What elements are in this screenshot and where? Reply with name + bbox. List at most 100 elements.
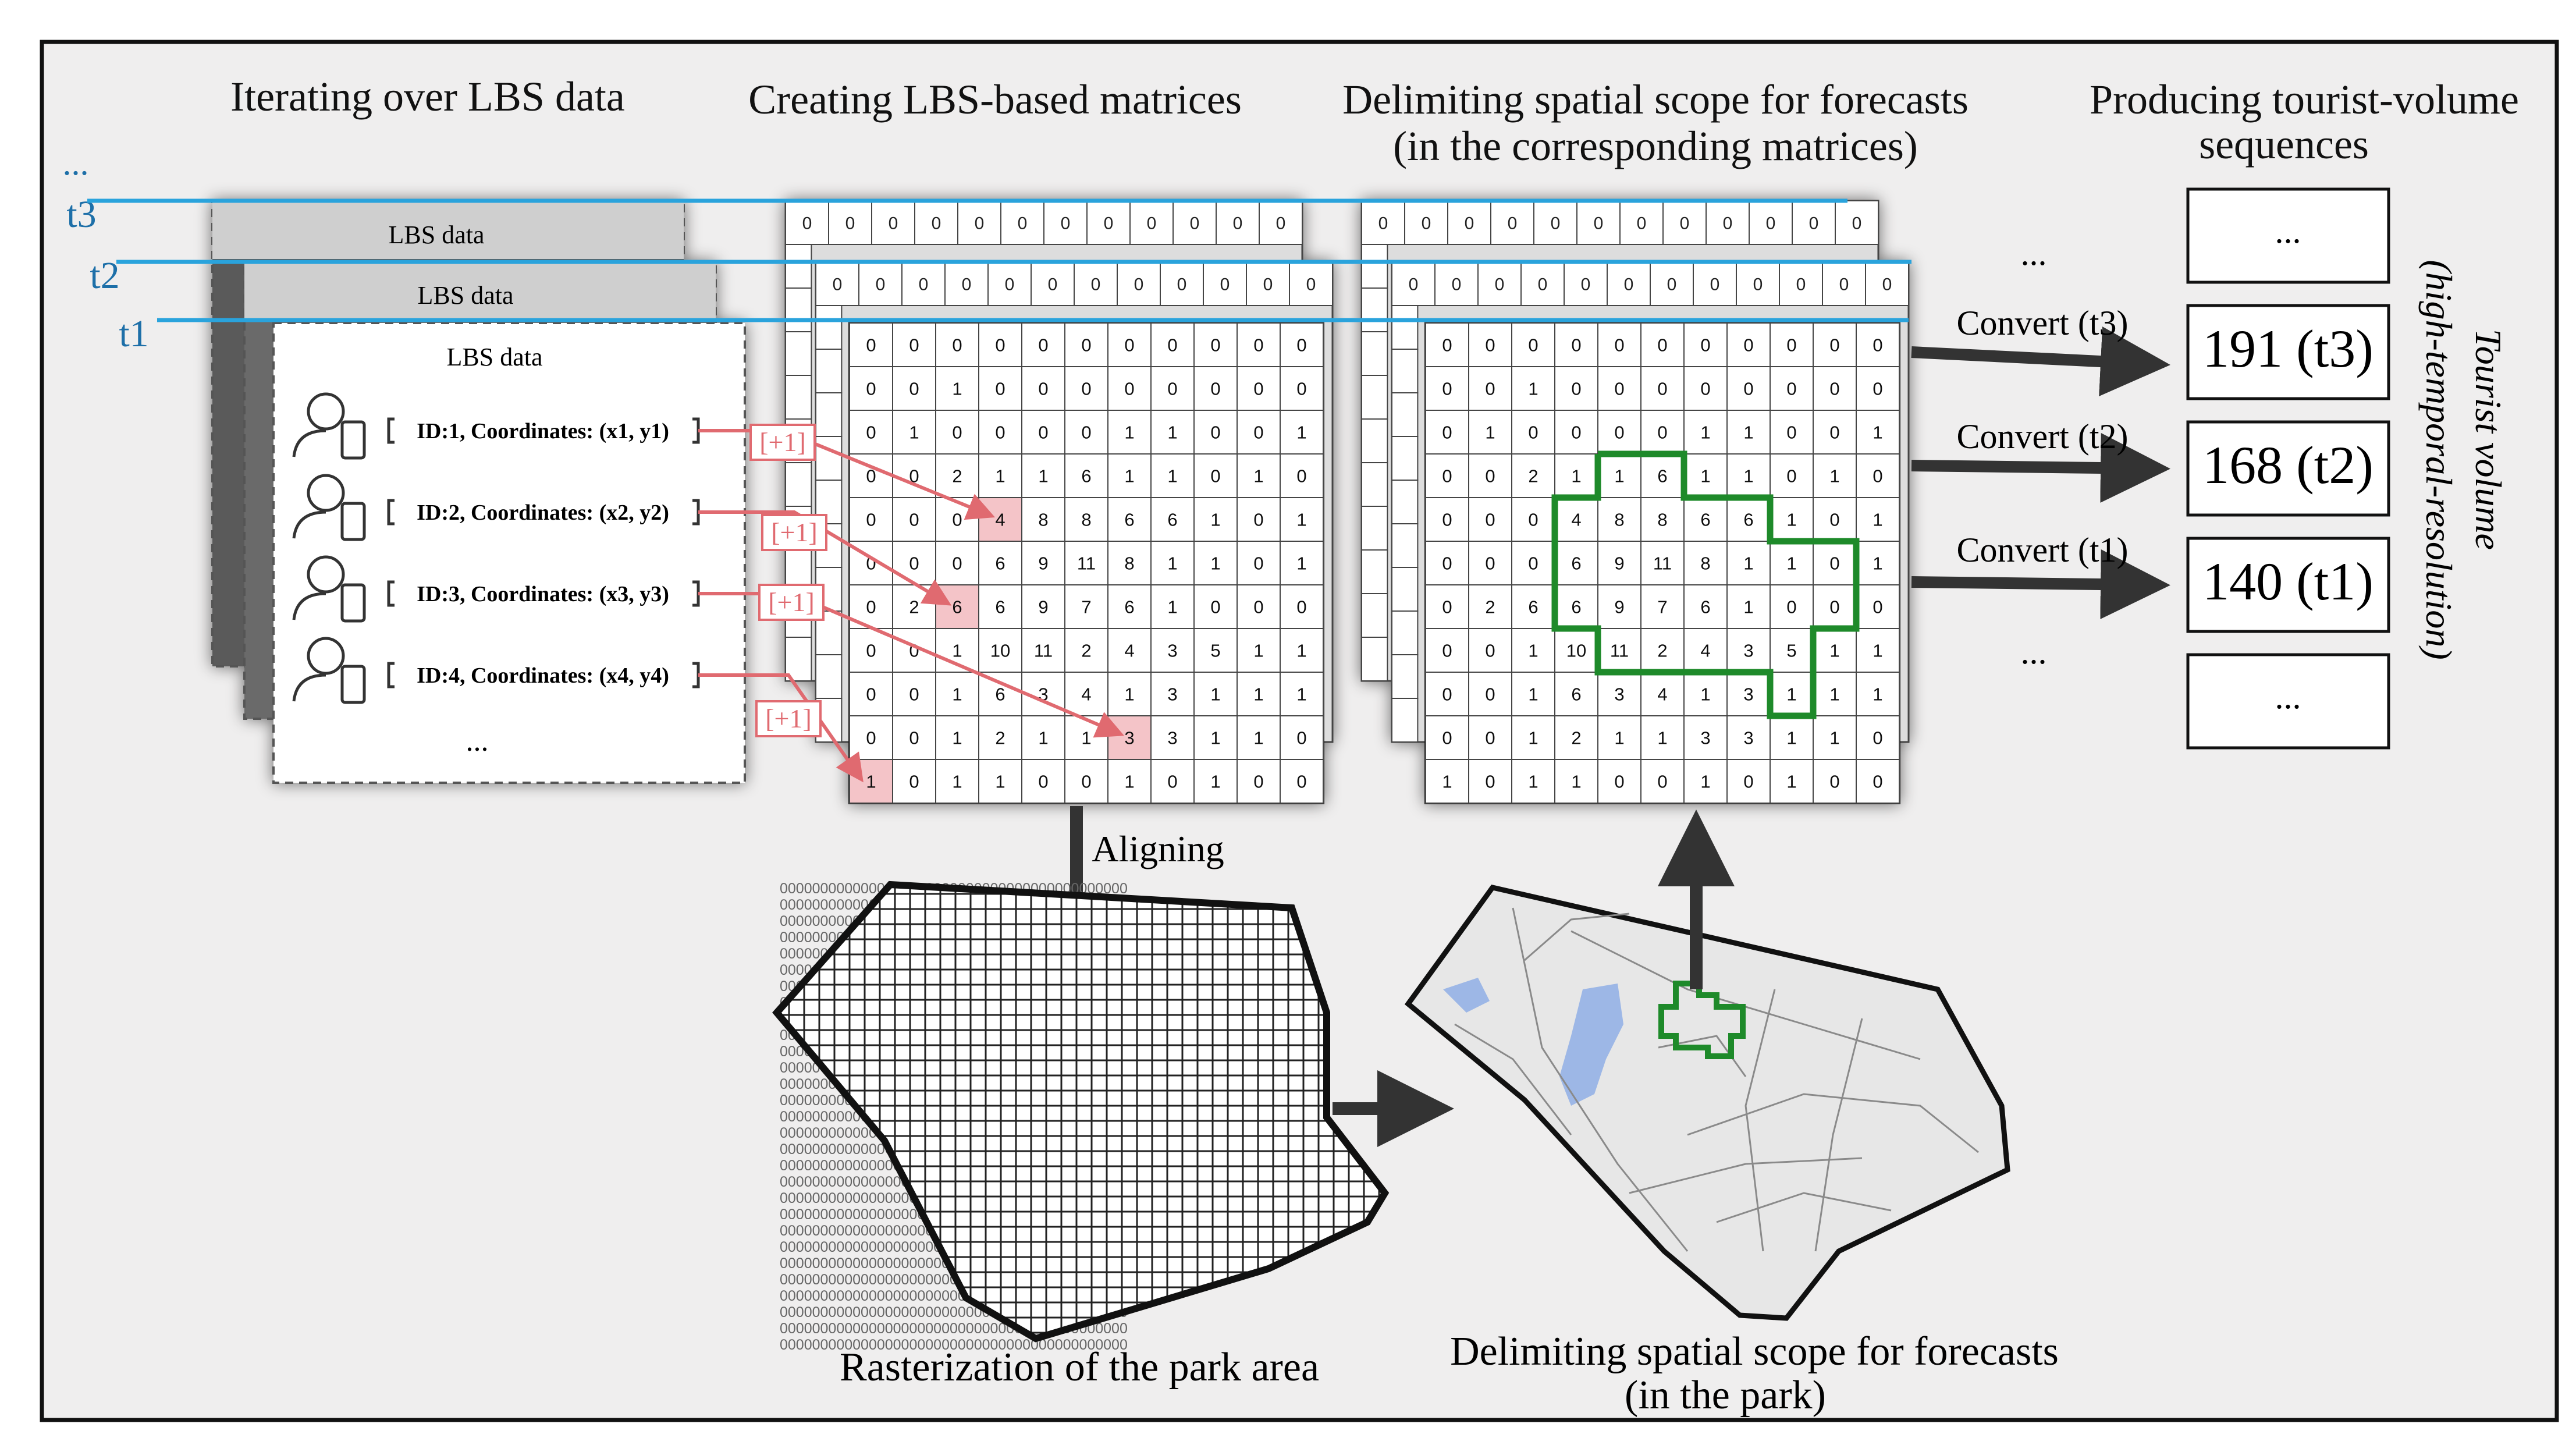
matrix-cell: 0 (1786, 379, 1796, 399)
matrix-back-cell: 0 (932, 214, 941, 233)
increment-label: [+1] (771, 517, 818, 547)
sequence-box: 140 (t1) (2186, 537, 2390, 633)
matrix-cell: 0 (1442, 684, 1452, 705)
matrix-cell: 6 (1571, 597, 1581, 617)
matrix-back-cell: 0 (802, 214, 812, 233)
matrix-cell: 0 (1485, 772, 1495, 792)
matrix-back-cell: 0 (1005, 275, 1015, 294)
increment-label: [+1] (765, 704, 812, 733)
matrix-cell: 1 (1296, 423, 1306, 443)
matrix-cell: 8 (1614, 510, 1624, 530)
matrix-cell: 5 (1210, 641, 1220, 661)
matrix-cell: 0 (1442, 423, 1452, 443)
matrix-cell: 0 (1296, 379, 1306, 399)
raster-binary-row: 0000000000000000000000000000000000000000… (780, 1337, 1128, 1353)
matrix-cell: 1 (1614, 728, 1624, 748)
matrix-cell: 0 (1657, 772, 1667, 792)
matrix-cell: 1 (1700, 466, 1710, 487)
matrix-back-cell: 0 (1581, 275, 1591, 294)
matrix-cell: 0 (1528, 553, 1538, 574)
matrix-cell: 0 (1167, 379, 1177, 399)
matrix-cell: 0 (1743, 335, 1753, 356)
matrix-cell: 1 (1657, 728, 1667, 748)
matrix-back-cell: 0 (1667, 275, 1677, 294)
matrix-back-cell: 0 (845, 214, 855, 233)
matrix-cell: 1 (1253, 728, 1263, 748)
matrix-cell: 0 (1081, 335, 1091, 356)
matrix-cell: 0 (866, 379, 876, 399)
matrix-cell: 0 (1253, 772, 1263, 792)
matrix-cell: 0 (1442, 728, 1452, 748)
matrix-cell: 0 (1786, 423, 1796, 443)
matrix-cell: 1 (1829, 466, 1839, 487)
matrix-back-cell: 0 (1766, 214, 1776, 233)
matrix-cell: 1 (1210, 728, 1220, 748)
matrix-cell: 2 (1571, 728, 1581, 748)
matrix-back-cell: 0 (1190, 214, 1200, 233)
matrix-back-cell: 0 (1637, 214, 1647, 233)
time-label-t1: t1 (119, 313, 148, 355)
matrix-cell: 0 (1786, 466, 1796, 487)
matrix-cell: 1 (1743, 423, 1753, 443)
matrix-cell: 0 (1873, 728, 1882, 748)
park-map (1404, 884, 2010, 1321)
matrix-cell: 9 (1614, 597, 1624, 617)
matrix-back-cell: 0 (1796, 275, 1806, 294)
matrix-cell: 1 (1700, 772, 1710, 792)
matrix-cell: 0 (1657, 379, 1667, 399)
matrix-cell: 0 (1873, 772, 1882, 792)
matrix-cell: 1 (1253, 684, 1263, 705)
matrix-cell: 0 (1253, 510, 1263, 530)
matrix-cell: 0 (866, 423, 876, 443)
matrix-cell: 0 (995, 379, 1005, 399)
matrix-cell: 0 (1571, 423, 1581, 443)
dots-upper: ... (2021, 234, 2047, 272)
matrix-cell: 0 (1485, 684, 1495, 705)
matrix-cell: 1 (1528, 379, 1538, 399)
matrix-cell: 0 (866, 466, 876, 487)
side-label-resolution: (high-temporal-resolution) (2418, 260, 2460, 659)
time-label-t2: t2 (90, 254, 119, 297)
matrix-cell: 0 (1442, 641, 1452, 661)
matrix-back-cell: 0 (975, 214, 985, 233)
matrix-back-cell: 0 (1147, 214, 1157, 233)
matrix-cell: 0 (866, 510, 876, 530)
matrix-back-cell: 0 (1753, 275, 1763, 294)
matrix-cell: 1 (952, 641, 962, 661)
matrix-cell: 4 (1081, 684, 1091, 705)
matrix-cell: 0 (1485, 510, 1495, 530)
matrix-back-cell: 0 (1852, 214, 1862, 233)
matrix-cell: 0 (1210, 466, 1220, 487)
matrix-back-cell: 0 (1104, 214, 1114, 233)
sequence-value: 140 (t1) (2202, 552, 2374, 611)
matrix-cell: 0 (952, 510, 962, 530)
matrix-cell: 1 (1210, 510, 1220, 530)
matrix-cell: 0 (995, 335, 1005, 356)
matrix-cell: 1 (1124, 423, 1134, 443)
matrix-cell: 3 (1167, 684, 1177, 705)
matrix-cell: 0 (1873, 597, 1882, 617)
matrix-cell: 0 (1829, 510, 1839, 530)
matrix-cell: 3 (1743, 684, 1753, 705)
title-producing-line2: sequences (2199, 121, 2369, 168)
matrix-cell: 0 (1743, 772, 1753, 792)
matrix-cell: 0 (1528, 335, 1538, 356)
matrix-cell: 2 (1528, 466, 1538, 487)
matrix-cell: 0 (1253, 597, 1263, 617)
matrix-cell: 8 (1124, 553, 1134, 574)
matrix-cell: 1 (1743, 466, 1753, 487)
matrix-cell: 1 (1743, 553, 1753, 574)
matrix-cell: 5 (1786, 641, 1796, 661)
matrix-cell: 1 (1210, 553, 1220, 574)
user-device-icon (292, 555, 366, 623)
matrix-back-cell: 0 (1465, 214, 1474, 233)
matrix-cell: 1 (1743, 597, 1753, 617)
matrix-cell: 0 (1038, 335, 1048, 356)
matrix-cell: 1 (1528, 772, 1538, 792)
sequence-box: 191 (t3) (2186, 304, 2390, 400)
matrix-cell: 1 (1873, 423, 1882, 443)
matrix-cell: 2 (952, 466, 962, 487)
sequence-box: ... (2186, 187, 2390, 284)
matrix-cell: 3 (1167, 728, 1177, 748)
matrix-cell: 0 (1442, 335, 1452, 356)
